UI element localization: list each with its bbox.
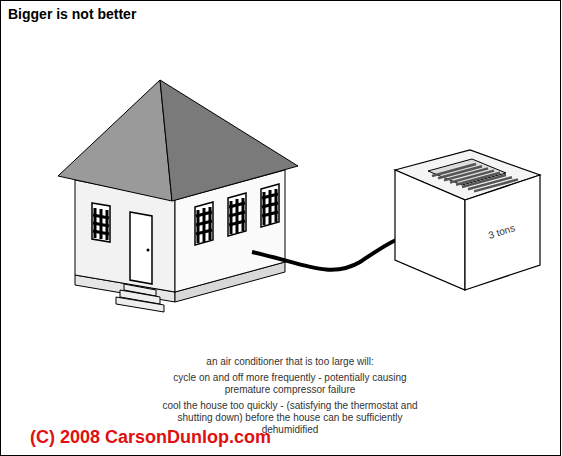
diagram-title: Bigger is not better <box>8 6 136 22</box>
copyright-notice: (C) 2008 CarsonDunlop.com <box>30 427 360 448</box>
note-heading: an air conditioner that is too large wil… <box>150 356 430 368</box>
note-text: cycle on and off more frequently - poten… <box>150 372 430 396</box>
ac-unit-outline <box>388 143 546 295</box>
ac-unit: 3 tons <box>388 143 546 295</box>
